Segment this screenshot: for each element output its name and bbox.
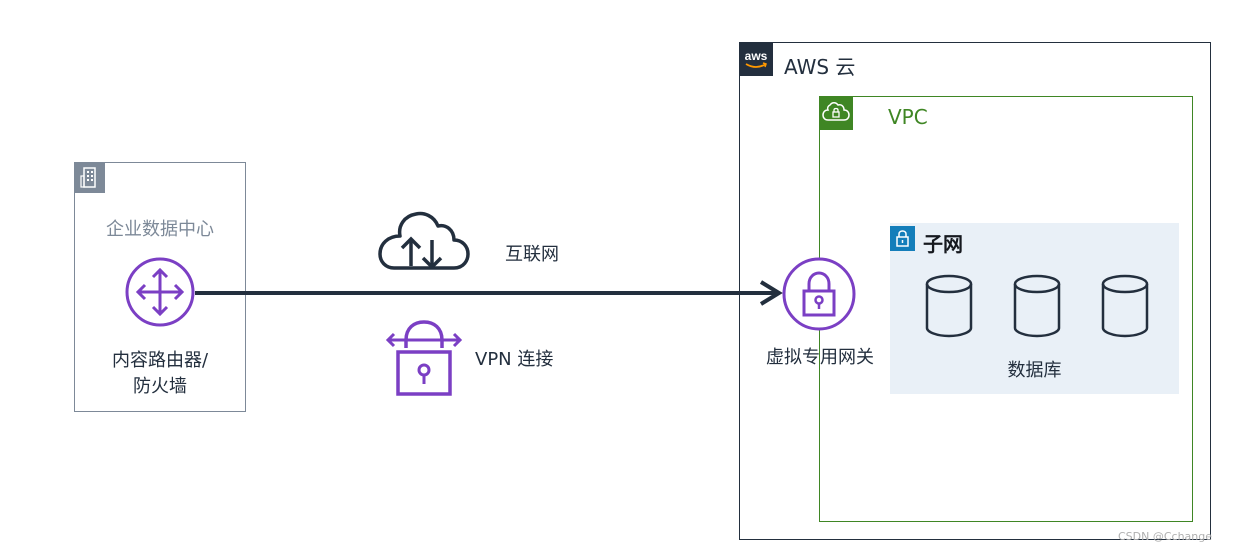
datacenter-group bbox=[74, 162, 246, 412]
vpc-cloud-lock-icon bbox=[819, 96, 853, 130]
vpc-title: VPC bbox=[888, 105, 928, 129]
vpn-label: VPN 连接 bbox=[475, 349, 554, 370]
database-label: 数据库 bbox=[1007, 360, 1062, 381]
aws-logo-icon: aws bbox=[739, 42, 773, 76]
router-label: 内容路由器/ 防火墙 bbox=[74, 348, 246, 400]
router-label-line1: 内容路由器/ bbox=[111, 350, 209, 371]
subnet-lock-icon bbox=[890, 226, 915, 251]
internet-label: 互联网 bbox=[505, 244, 559, 265]
subnet-group bbox=[890, 223, 1179, 394]
internet-cloud-icon bbox=[378, 211, 470, 270]
connection-arrow bbox=[195, 280, 783, 306]
aws-cloud-group bbox=[739, 42, 1211, 540]
datacenter-title: 企业数据中心 bbox=[106, 219, 214, 240]
building-icon bbox=[74, 162, 105, 193]
database-icon bbox=[1013, 274, 1061, 338]
vpn-gateway-lock-icon bbox=[782, 257, 856, 331]
router-icon bbox=[125, 257, 195, 327]
vpn-lock-icon bbox=[385, 320, 463, 396]
database-icon bbox=[925, 274, 973, 338]
database-icon bbox=[1101, 274, 1149, 338]
vpn-gateway-label: 虚拟专用网关 bbox=[766, 347, 874, 368]
router-label-line2: 防火墙 bbox=[133, 376, 187, 397]
svg-text:aws: aws bbox=[745, 49, 768, 63]
aws-cloud-title: AWS 云 bbox=[784, 55, 856, 79]
subnet-title: 子网 bbox=[923, 232, 963, 256]
watermark: CSDN @Cchange bbox=[1118, 530, 1213, 543]
